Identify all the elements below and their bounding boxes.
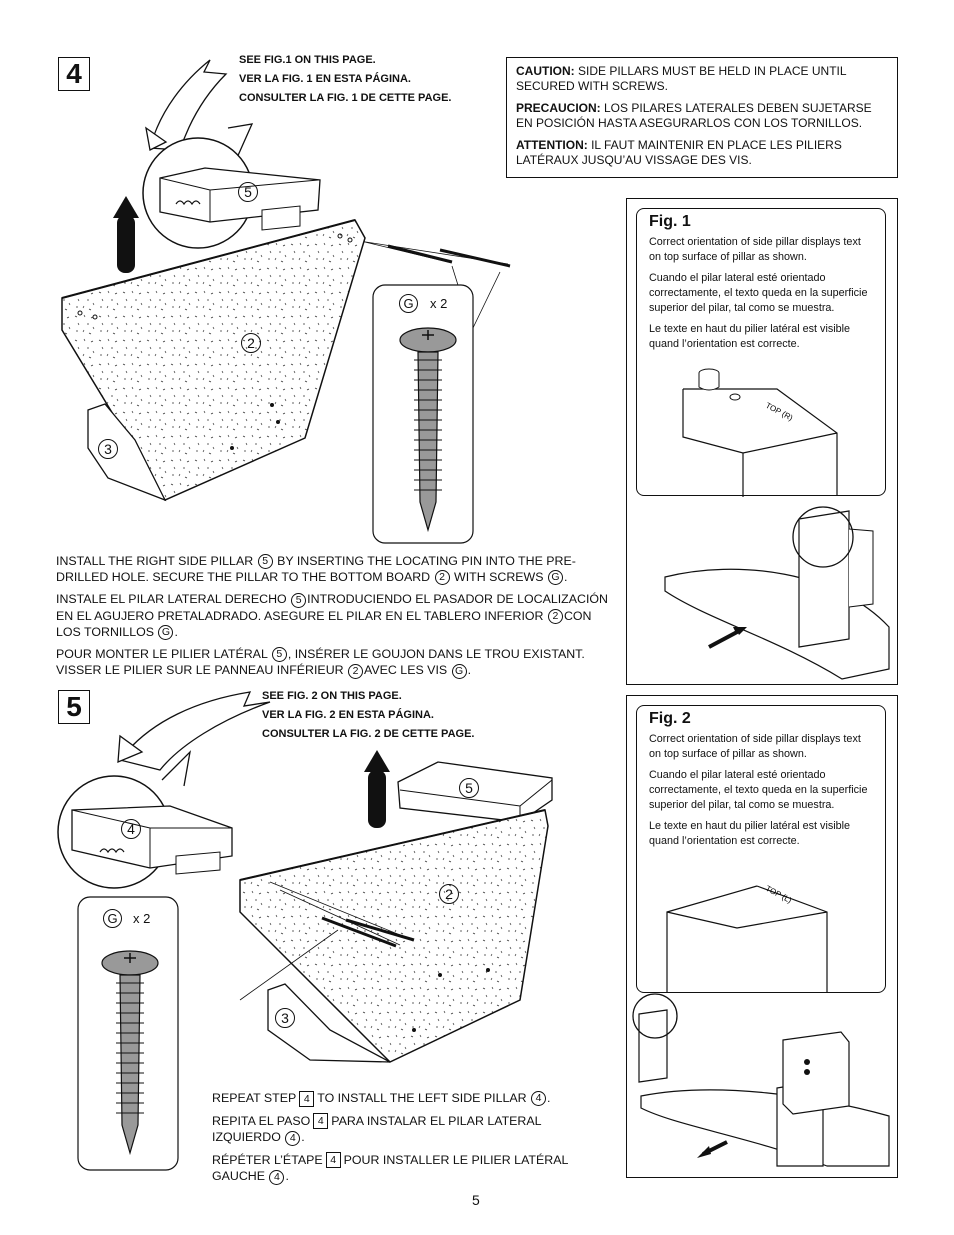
callout-g: G	[547, 570, 563, 586]
callout-2: 2	[434, 570, 450, 586]
fig-1-text-en: Correct orientation of side pillar displ…	[649, 236, 861, 263]
callout-g: G	[451, 663, 467, 679]
callout-2: 2	[547, 608, 563, 624]
callout-4: 4	[531, 1091, 547, 1107]
callout-board-2: 2	[439, 884, 459, 904]
fig-2-title: Fig. 2	[649, 710, 691, 727]
see-fig-fr: CONSULTER LA FIG. 2 DE CETTE PAGE.	[262, 728, 475, 740]
instruction-4-en: INSTALL THE RIGHT SIDE PILLAR 5 BY INSER…	[56, 554, 576, 586]
fig-2-illustration	[632, 993, 890, 1167]
callout-g: G	[158, 625, 174, 641]
step-ref-box: 4	[299, 1090, 315, 1107]
fig-2-callout: Fig. 2 Correct orientation of side pilla…	[636, 705, 886, 993]
instruction-4-fr: POUR MONTER LE PILIER LATÉRAL 5, INSÉRER…	[56, 647, 585, 679]
callout-hardware-g: G	[399, 294, 418, 313]
callout-2: 2	[348, 663, 364, 679]
fig-2-text-en: Correct orientation of side pillar displ…	[649, 733, 861, 760]
hardware-quantity: x 2	[133, 911, 151, 926]
see-fig-fr: CONSULTER LA FIG. 1 DE CETTE PAGE.	[239, 92, 452, 104]
see-fig-es: VER LA FIG. 2 EN ESTA PÁGINA.	[262, 709, 434, 721]
callout-board-2: 2	[241, 333, 261, 353]
step-ref-box: 4	[325, 1152, 341, 1169]
page-number: 5	[472, 1192, 480, 1208]
callout-right-pillar-5: 5	[459, 778, 479, 798]
callout-hardware-g: G	[103, 909, 122, 928]
caution-es: PRECAUCION: LOS PILARES LATERALES DEBEN …	[516, 101, 872, 130]
fig-1-text-fr: Le texte en haut du pilier latéral est v…	[649, 323, 851, 350]
caution-fr: ATTENTION: IL FAUT MAINTENIR EN PLACE LE…	[516, 138, 842, 167]
step-5-figure-reference: SEE FIG. 2 ON THIS PAGE. VER LA FIG. 2 E…	[262, 687, 474, 744]
step-4-figure-reference: SEE FIG.1 ON THIS PAGE. VER LA FIG. 1 EN…	[239, 51, 451, 108]
fig-1-top-label: TOP (R)	[764, 401, 795, 423]
caution-box: CAUTION: SIDE PILLARS MUST BE HELD IN PL…	[506, 57, 898, 178]
caution-en: CAUTION: SIDE PILLARS MUST BE HELD IN PL…	[516, 64, 847, 93]
step-ref-box: 4	[313, 1113, 329, 1130]
fig-2-panel: Fig. 2 Correct orientation of side pilla…	[626, 695, 898, 1178]
see-fig-en: SEE FIG. 2 ON THIS PAGE.	[262, 690, 402, 702]
fig-2-text-fr: Le texte en haut du pilier latéral est v…	[649, 820, 851, 847]
fig-2-text-es: Cuando el pilar lateral esté orientado c…	[649, 769, 868, 811]
fig-1-callout: Fig. 1 Correct orientation of side pilla…	[636, 208, 886, 497]
hardware-quantity: x 2	[430, 296, 448, 311]
callout-4: 4	[269, 1169, 285, 1185]
callout-4: 4	[285, 1130, 301, 1146]
see-fig-es: VER LA FIG. 1 EN ESTA PÁGINA.	[239, 73, 411, 85]
step-4-instructions: INSTALL THE RIGHT SIDE PILLAR 5 BY INSER…	[56, 553, 616, 685]
fig-2-top-label: TOP (L)	[764, 884, 793, 905]
fig-1-panel: Fig. 1 Correct orientation of side pilla…	[626, 198, 898, 685]
fig-1-pillar-top-detail: TOP (R)	[682, 368, 838, 497]
fig-1-text-es: Cuando el pilar lateral esté orientado c…	[649, 272, 868, 314]
see-fig-en: SEE FIG.1 ON THIS PAGE.	[239, 54, 376, 66]
callout-pillar-5: 5	[238, 182, 258, 202]
fig-1-illustration	[664, 506, 890, 680]
step-5-illustration	[57, 691, 553, 1171]
callout-left-pillar-4: 4	[121, 819, 141, 839]
step-5-number: 5	[58, 690, 90, 724]
fig-1-title: Fig. 1	[649, 213, 691, 230]
callout-bottom-3: 3	[275, 1008, 295, 1028]
callout-bottom-3: 3	[98, 439, 118, 459]
step-4-illustration	[61, 59, 511, 544]
fig-2-pillar-top-detail: TOP (L)	[666, 884, 828, 992]
step-4-number: 4	[58, 57, 90, 91]
